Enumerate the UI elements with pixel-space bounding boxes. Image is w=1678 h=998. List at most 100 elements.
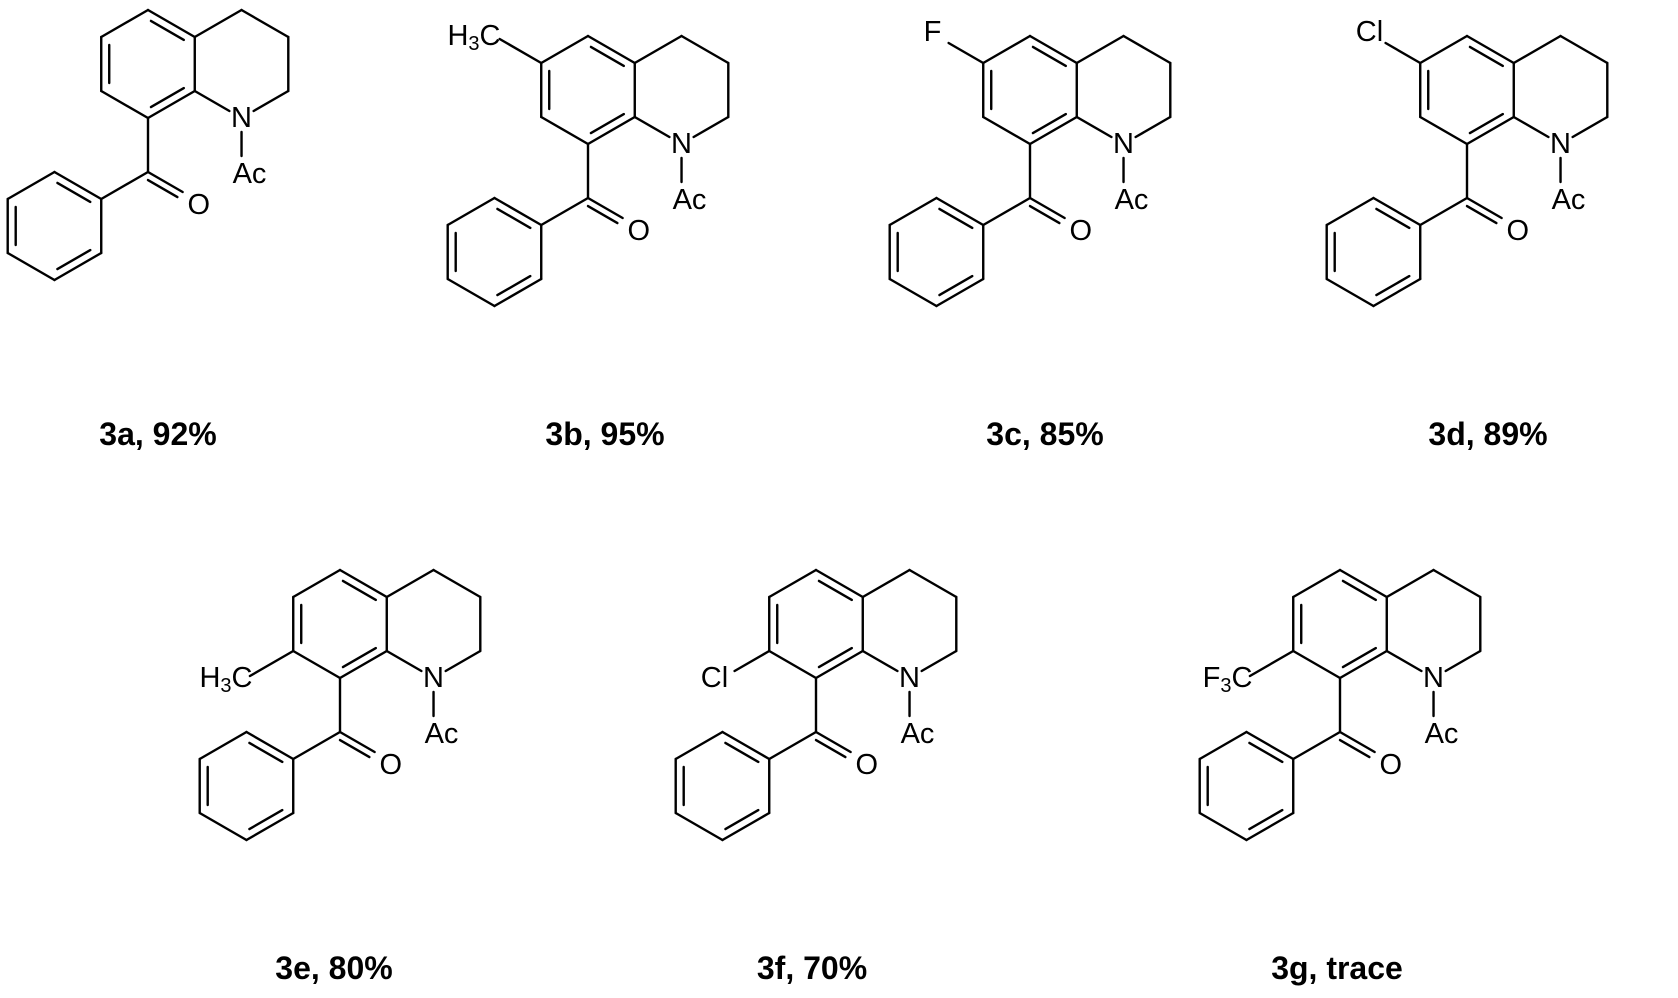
bond	[444, 649, 482, 673]
bond	[338, 649, 388, 680]
bond	[920, 649, 958, 673]
bond	[1338, 730, 1376, 754]
phenyl-bond	[935, 277, 985, 308]
phenyl-bond	[674, 730, 724, 761]
phenyl-double-bond	[496, 274, 532, 297]
carbonyl-double-bond	[1028, 204, 1061, 225]
bond	[586, 115, 636, 146]
phenyl-bond	[1198, 811, 1248, 842]
phenyl-bond	[6, 251, 56, 282]
bond	[982, 196, 1032, 227]
oxygen-atom: O	[627, 215, 650, 247]
compound-label-3a: 3a, 92%	[99, 416, 217, 452]
bond	[982, 115, 1032, 146]
bond	[1465, 196, 1503, 220]
carbonyl-double-bond	[1465, 204, 1498, 225]
compound-label-3g: 3g, trace	[1271, 950, 1403, 986]
bond	[1385, 649, 1423, 673]
bond	[385, 568, 435, 599]
bond	[861, 649, 899, 673]
bond	[1444, 649, 1482, 673]
phenyl-bond	[446, 277, 496, 308]
phenyl-bond	[1245, 811, 1295, 842]
phenyl-bond	[245, 730, 295, 761]
oxygen-atom: O	[1379, 749, 1402, 781]
phenyl-bond	[53, 170, 103, 201]
acetyl-group: Ac	[901, 718, 935, 750]
nitrogen-atom: N	[423, 662, 444, 694]
phenyl-bond	[1372, 196, 1422, 227]
bond	[1028, 115, 1078, 146]
acetyl-group: Ac	[233, 158, 267, 190]
phenyl-bond	[1325, 277, 1375, 308]
phenyl-bond	[935, 196, 985, 227]
phenyl-double-bond	[56, 248, 92, 271]
double-bond-inner	[1341, 646, 1378, 669]
bond	[1419, 196, 1469, 227]
bond	[768, 730, 818, 761]
nitrogen-atom: N	[899, 662, 920, 694]
substituent-bond	[733, 649, 771, 673]
bond	[1419, 115, 1469, 146]
bond	[193, 8, 243, 39]
bond	[586, 34, 636, 65]
acetyl-group: Ac	[1552, 184, 1586, 216]
substituent-bond	[1384, 41, 1422, 65]
carbonyl-double-bond	[1338, 738, 1371, 759]
double-bond-inner	[1341, 579, 1378, 602]
bond	[1512, 34, 1562, 65]
compound-label-3d: 3d, 89%	[1428, 416, 1548, 452]
compound-label-3c: 3c, 85%	[986, 416, 1104, 452]
ring-substituent: H3C	[447, 20, 500, 55]
bond	[252, 89, 290, 113]
bond	[814, 568, 864, 599]
phenyl-bond	[198, 811, 248, 842]
nitrogen-atom: N	[1423, 662, 1444, 694]
oxygen-atom: O	[1069, 215, 1092, 247]
bond	[982, 34, 1032, 65]
phenyl-bond	[1198, 730, 1248, 761]
bond	[1292, 568, 1342, 599]
bond	[680, 34, 730, 65]
bond	[146, 89, 196, 120]
phenyl-bond	[721, 811, 771, 842]
double-bond-inner	[149, 19, 186, 42]
substituent-bond	[947, 41, 985, 65]
phenyl-bond	[198, 730, 248, 761]
substituent-bond	[1248, 649, 1295, 678]
bond	[1432, 568, 1482, 599]
double-bond-inner	[1031, 45, 1068, 68]
phenyl-bond	[888, 277, 938, 308]
double-bond-inner	[817, 579, 854, 602]
bond	[1028, 34, 1078, 65]
compound-label-3e: 3e, 80%	[275, 950, 393, 986]
bond	[1571, 115, 1609, 139]
bond	[1292, 649, 1342, 680]
bond	[814, 730, 852, 754]
phenyl-bond	[493, 277, 543, 308]
compound-label-3b: 3b, 95%	[545, 416, 665, 452]
phenyl-double-bond	[56, 181, 92, 204]
phenyl-double-bond	[248, 741, 284, 764]
bond	[586, 196, 624, 220]
bond	[633, 115, 671, 139]
bond	[861, 568, 911, 599]
bond	[692, 115, 730, 139]
bond	[146, 170, 184, 194]
phenyl-bond	[674, 811, 724, 842]
compound-label-3f: 3f, 70%	[756, 950, 868, 986]
bond	[1134, 115, 1172, 139]
nitrogen-atom: N	[1113, 128, 1134, 160]
substituent-bond	[248, 649, 295, 678]
bond	[768, 568, 818, 599]
bond	[1465, 34, 1515, 65]
phenyl-double-bond	[1375, 274, 1411, 297]
bond	[1338, 649, 1388, 680]
ring-substituent: F3C	[1203, 662, 1253, 697]
bond	[1028, 196, 1066, 220]
phenyl-double-bond	[1248, 741, 1284, 764]
bond	[338, 568, 388, 599]
bond	[1075, 115, 1113, 139]
phenyl-bond	[1325, 196, 1375, 227]
double-bond-inner	[1031, 112, 1068, 135]
